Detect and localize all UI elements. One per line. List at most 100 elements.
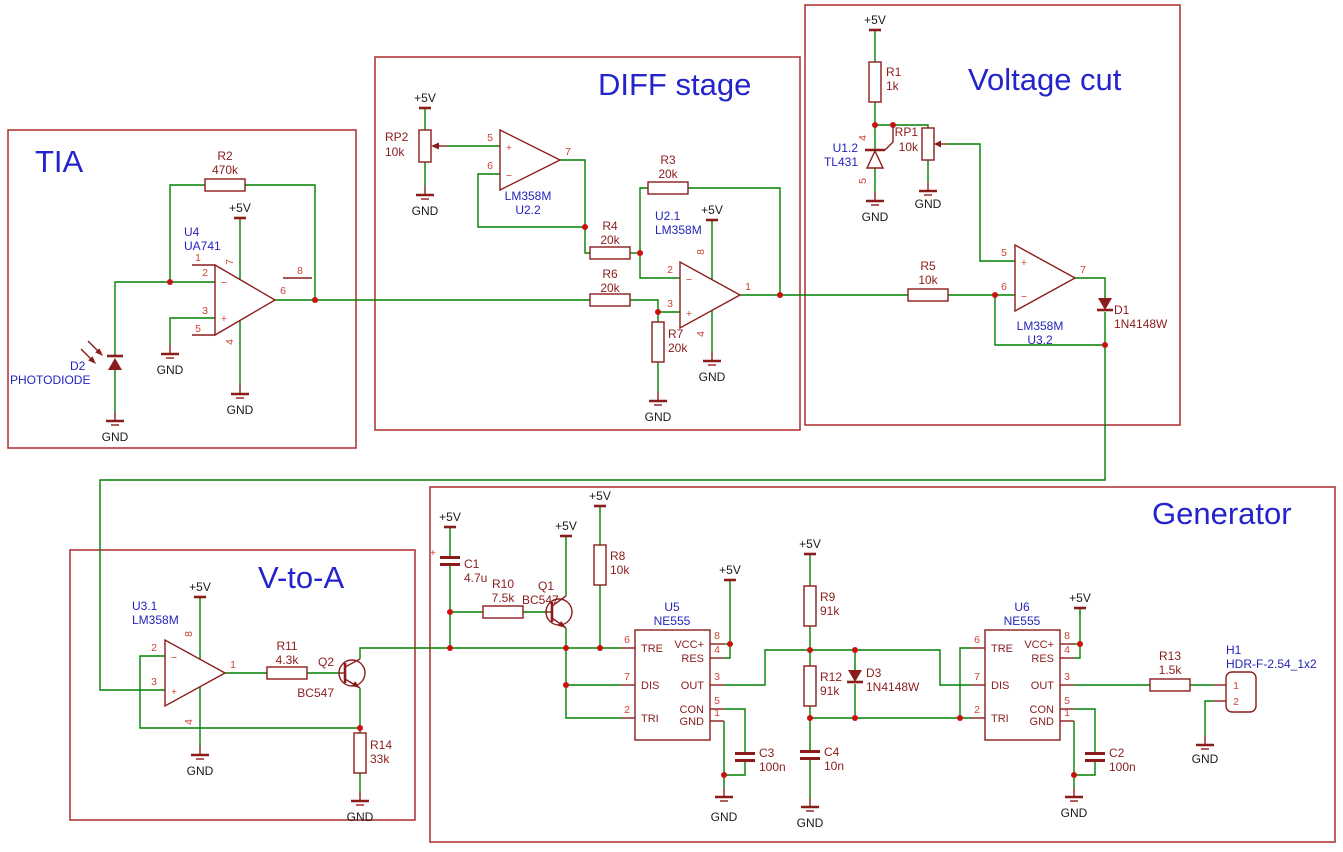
wire [560, 159, 590, 254]
resistor-R11[interactable]: R11 4.3k [266, 639, 308, 680]
junction-dot [563, 645, 569, 651]
minus-sign: − [221, 277, 227, 289]
ref-label: D2 [70, 359, 86, 373]
value-label: 10k [610, 563, 630, 577]
gnd-label: GND [797, 816, 824, 830]
opamp-U2.1[interactable]: U2.1 LM358M 2 3 1 8 4 − + [655, 209, 751, 337]
value-label: NE555 [1004, 614, 1041, 628]
opamp-U4[interactable]: U4 UA741 1 2 3 5 6 8 7 4 − + [184, 225, 312, 345]
ref-label: R5 [920, 259, 936, 273]
shunt-reference-U1.2[interactable]: U1.2 TL431 4 5 [824, 125, 894, 184]
power-label: +5V [701, 203, 723, 217]
resistor-R6[interactable]: R6 20k [589, 267, 631, 307]
pin-number: 2 [974, 704, 980, 716]
minus-sign: − [686, 274, 692, 286]
junction-dot [655, 309, 661, 315]
resistor-R3[interactable]: R3 20k [647, 153, 689, 195]
diode-D1[interactable]: D1 1N4148W [1097, 298, 1168, 331]
pin-number: 5 [714, 695, 720, 707]
capacitor-C1[interactable]: + C1 4.7u [430, 547, 487, 585]
capacitor-C3[interactable]: C3 100n [735, 746, 786, 774]
pin-number: 1 [230, 659, 236, 671]
ic-pin-name: TRI [641, 713, 659, 725]
connector-H1[interactable]: H1 HDR-F-2.54_1x2 1 2 [1214, 643, 1317, 713]
junction-dot [582, 224, 588, 230]
section-title-vtoa: V-to-A [258, 560, 344, 595]
tl431-triangle [865, 149, 885, 169]
junction-dot [807, 647, 813, 653]
wire [959, 647, 971, 718]
value-label: 1.5k [1159, 663, 1183, 677]
value-label: HDR-F-2.54_1x2 [1226, 657, 1317, 671]
resistor-R2[interactable]: R2 470k [204, 149, 246, 192]
transistor-Q2[interactable]: Q2 BC547 [297, 655, 366, 700]
opamp-body [214, 263, 277, 337]
capacitor-C4[interactable]: C4 10n [800, 745, 844, 773]
value-label: 1N4148W [1114, 317, 1168, 331]
resistor-body [593, 544, 607, 586]
opamp-U3.1[interactable]: U3.1 LM358M 2 3 1 8 4 − + [132, 599, 236, 725]
wire [724, 580, 731, 659]
junction-dot [852, 715, 858, 721]
power-flag-gnd: GND [1061, 788, 1088, 820]
opamp-body [1014, 243, 1077, 313]
pin-number: 4 [224, 339, 236, 345]
pin-number: 2 [202, 267, 208, 279]
resistor-R14[interactable]: R14 33k [353, 732, 392, 774]
opamp-U3.2[interactable]: LM358M U3.2 5 6 7 + − [1001, 243, 1086, 347]
ref-label: C3 [759, 746, 775, 760]
value-label: PHOTODIODE [10, 373, 90, 387]
resistor-R8[interactable]: R8 10k [593, 544, 630, 586]
value-label: 1N4148W [866, 680, 920, 694]
timer-ic-U5[interactable]: U5 NE555 TRE DIS TRI VCC+ RES OUT CON GN… [621, 600, 724, 741]
ref-label: R2 [217, 149, 233, 163]
ref-label: C2 [1109, 746, 1125, 760]
pin-number: 3 [667, 298, 673, 310]
minus-sign: − [171, 652, 177, 664]
potentiometer-RP2[interactable]: RP2 10k [385, 129, 447, 163]
value-label: TL431 [824, 155, 858, 169]
resistor-R1[interactable]: R1 1k [868, 61, 902, 103]
power-flag-gnd: GND [157, 345, 184, 377]
resistor-R5[interactable]: R5 10k [907, 259, 949, 302]
timer-ic-U6[interactable]: U6 NE555 TRE DIS TRI VCC+ RES OUT CON GN… [971, 600, 1074, 741]
resistor-R7[interactable]: R7 20k [651, 321, 688, 363]
value-label: 91k [820, 604, 840, 618]
plus-sign: + [171, 686, 177, 698]
pin-number: 8 [695, 249, 707, 255]
diode-D3[interactable]: D3 1N4148W [847, 666, 920, 694]
diode-triangle [108, 358, 122, 370]
plus-sign: + [686, 308, 692, 320]
resistor-R10[interactable]: R10 7.5k [482, 577, 524, 619]
resistor-R4[interactable]: R4 20k [589, 219, 631, 260]
opamp-U2.2[interactable]: LM358M U2.2 5 6 7 + − [487, 128, 571, 217]
ref-label: Q1 [538, 579, 554, 593]
potentiometer-RP1[interactable]: RP1 10k [895, 125, 947, 161]
wire [245, 184, 316, 300]
capacitor-C2[interactable]: C2 100n [1085, 746, 1136, 774]
ic-pin-name: OUT [1031, 680, 1055, 692]
power-flag-gnd: GND [797, 798, 824, 830]
pin-number: 6 [624, 634, 630, 646]
wire [994, 295, 1105, 346]
ic-pin-name: CON [680, 704, 705, 716]
pin-number: 7 [224, 259, 236, 265]
power-flag-5v: +5V [414, 91, 436, 110]
photodiode-D2[interactable]: D2 PHOTODIODE [10, 340, 123, 387]
resistor-R12[interactable]: R12 91k [803, 665, 842, 707]
emitter-arrow [351, 681, 360, 688]
power-flag-5v: +5V [229, 201, 251, 220]
pin-number: 4 [714, 644, 720, 656]
resistor-R13[interactable]: R13 1.5k [1149, 649, 1191, 692]
ref-label: U1.2 [833, 141, 859, 155]
transistor-Q1[interactable]: Q1 BC547 [522, 579, 573, 629]
resistor-R9[interactable]: R9 91k [803, 585, 840, 627]
ref-label: U6 [1014, 600, 1030, 614]
ic-pin-name: DIS [991, 680, 1009, 692]
value-label: 20k [668, 341, 688, 355]
gnd-label: GND [187, 764, 214, 778]
power-flag-5v: +5V [864, 13, 886, 32]
power-flag-5v: +5V [719, 563, 741, 582]
ref-label: RP1 [895, 125, 919, 139]
opamp-body [679, 260, 742, 330]
